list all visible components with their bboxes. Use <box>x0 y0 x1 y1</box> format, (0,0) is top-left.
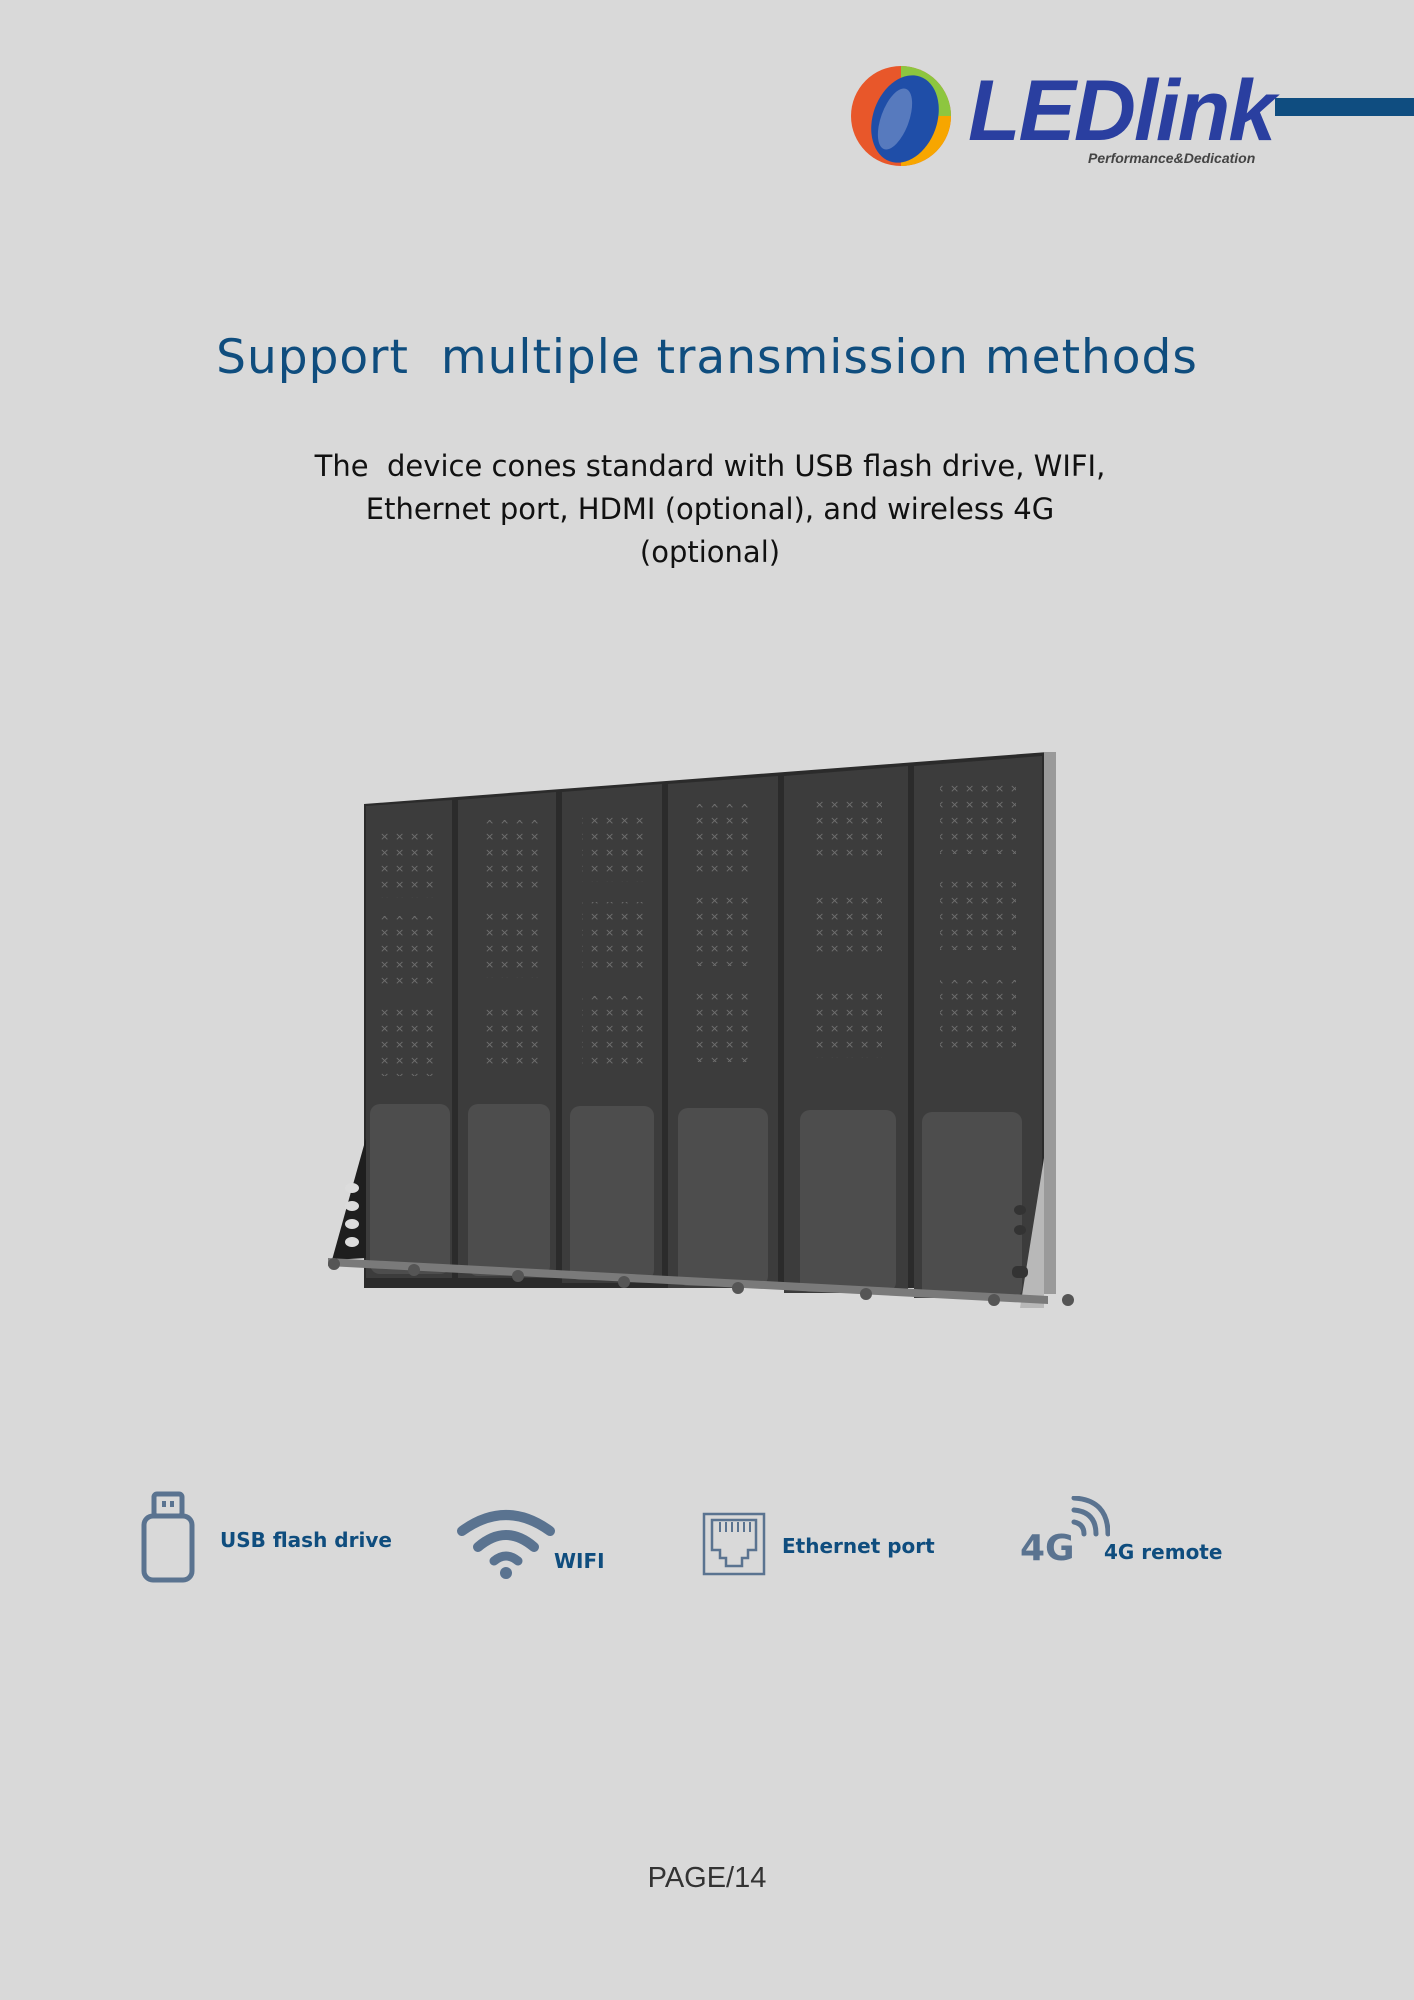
ethernet-label: Ethernet port <box>782 1534 935 1558</box>
ledlink-logo-emblem <box>851 66 951 166</box>
4g-signal-icon: 4G <box>1020 1496 1110 1566</box>
connectivity-usb: USB flash drive <box>138 1490 398 1590</box>
connectivity-wifi: WIFI <box>456 1505 626 1585</box>
ethernet-port-icon <box>702 1512 766 1576</box>
logo-tagline: Performance&Dedication <box>1088 150 1256 166</box>
wifi-label: WIFI <box>554 1549 605 1573</box>
logo-wordmark: LEDlink <box>968 63 1276 159</box>
page-description: The device cones standard with USB flash… <box>314 449 1106 569</box>
led-poster-display-image: × <box>328 752 1074 1308</box>
4g-label: 4G remote <box>1104 1540 1223 1564</box>
page-title: Support multiple transmission methods <box>216 330 1198 385</box>
connectivity-ethernet: Ethernet port <box>702 1512 962 1578</box>
wifi-icon <box>457 1510 555 1579</box>
4g-badge-text: 4G <box>1020 1528 1075 1566</box>
connectivity-4g: 4G 4G remote <box>1020 1496 1240 1572</box>
page-number: PAGE/14 <box>647 1862 767 1894</box>
logo-accent-bar <box>1275 98 1414 116</box>
usb-drive-icon <box>141 1491 195 1583</box>
usb-label: USB flash drive <box>220 1528 392 1552</box>
